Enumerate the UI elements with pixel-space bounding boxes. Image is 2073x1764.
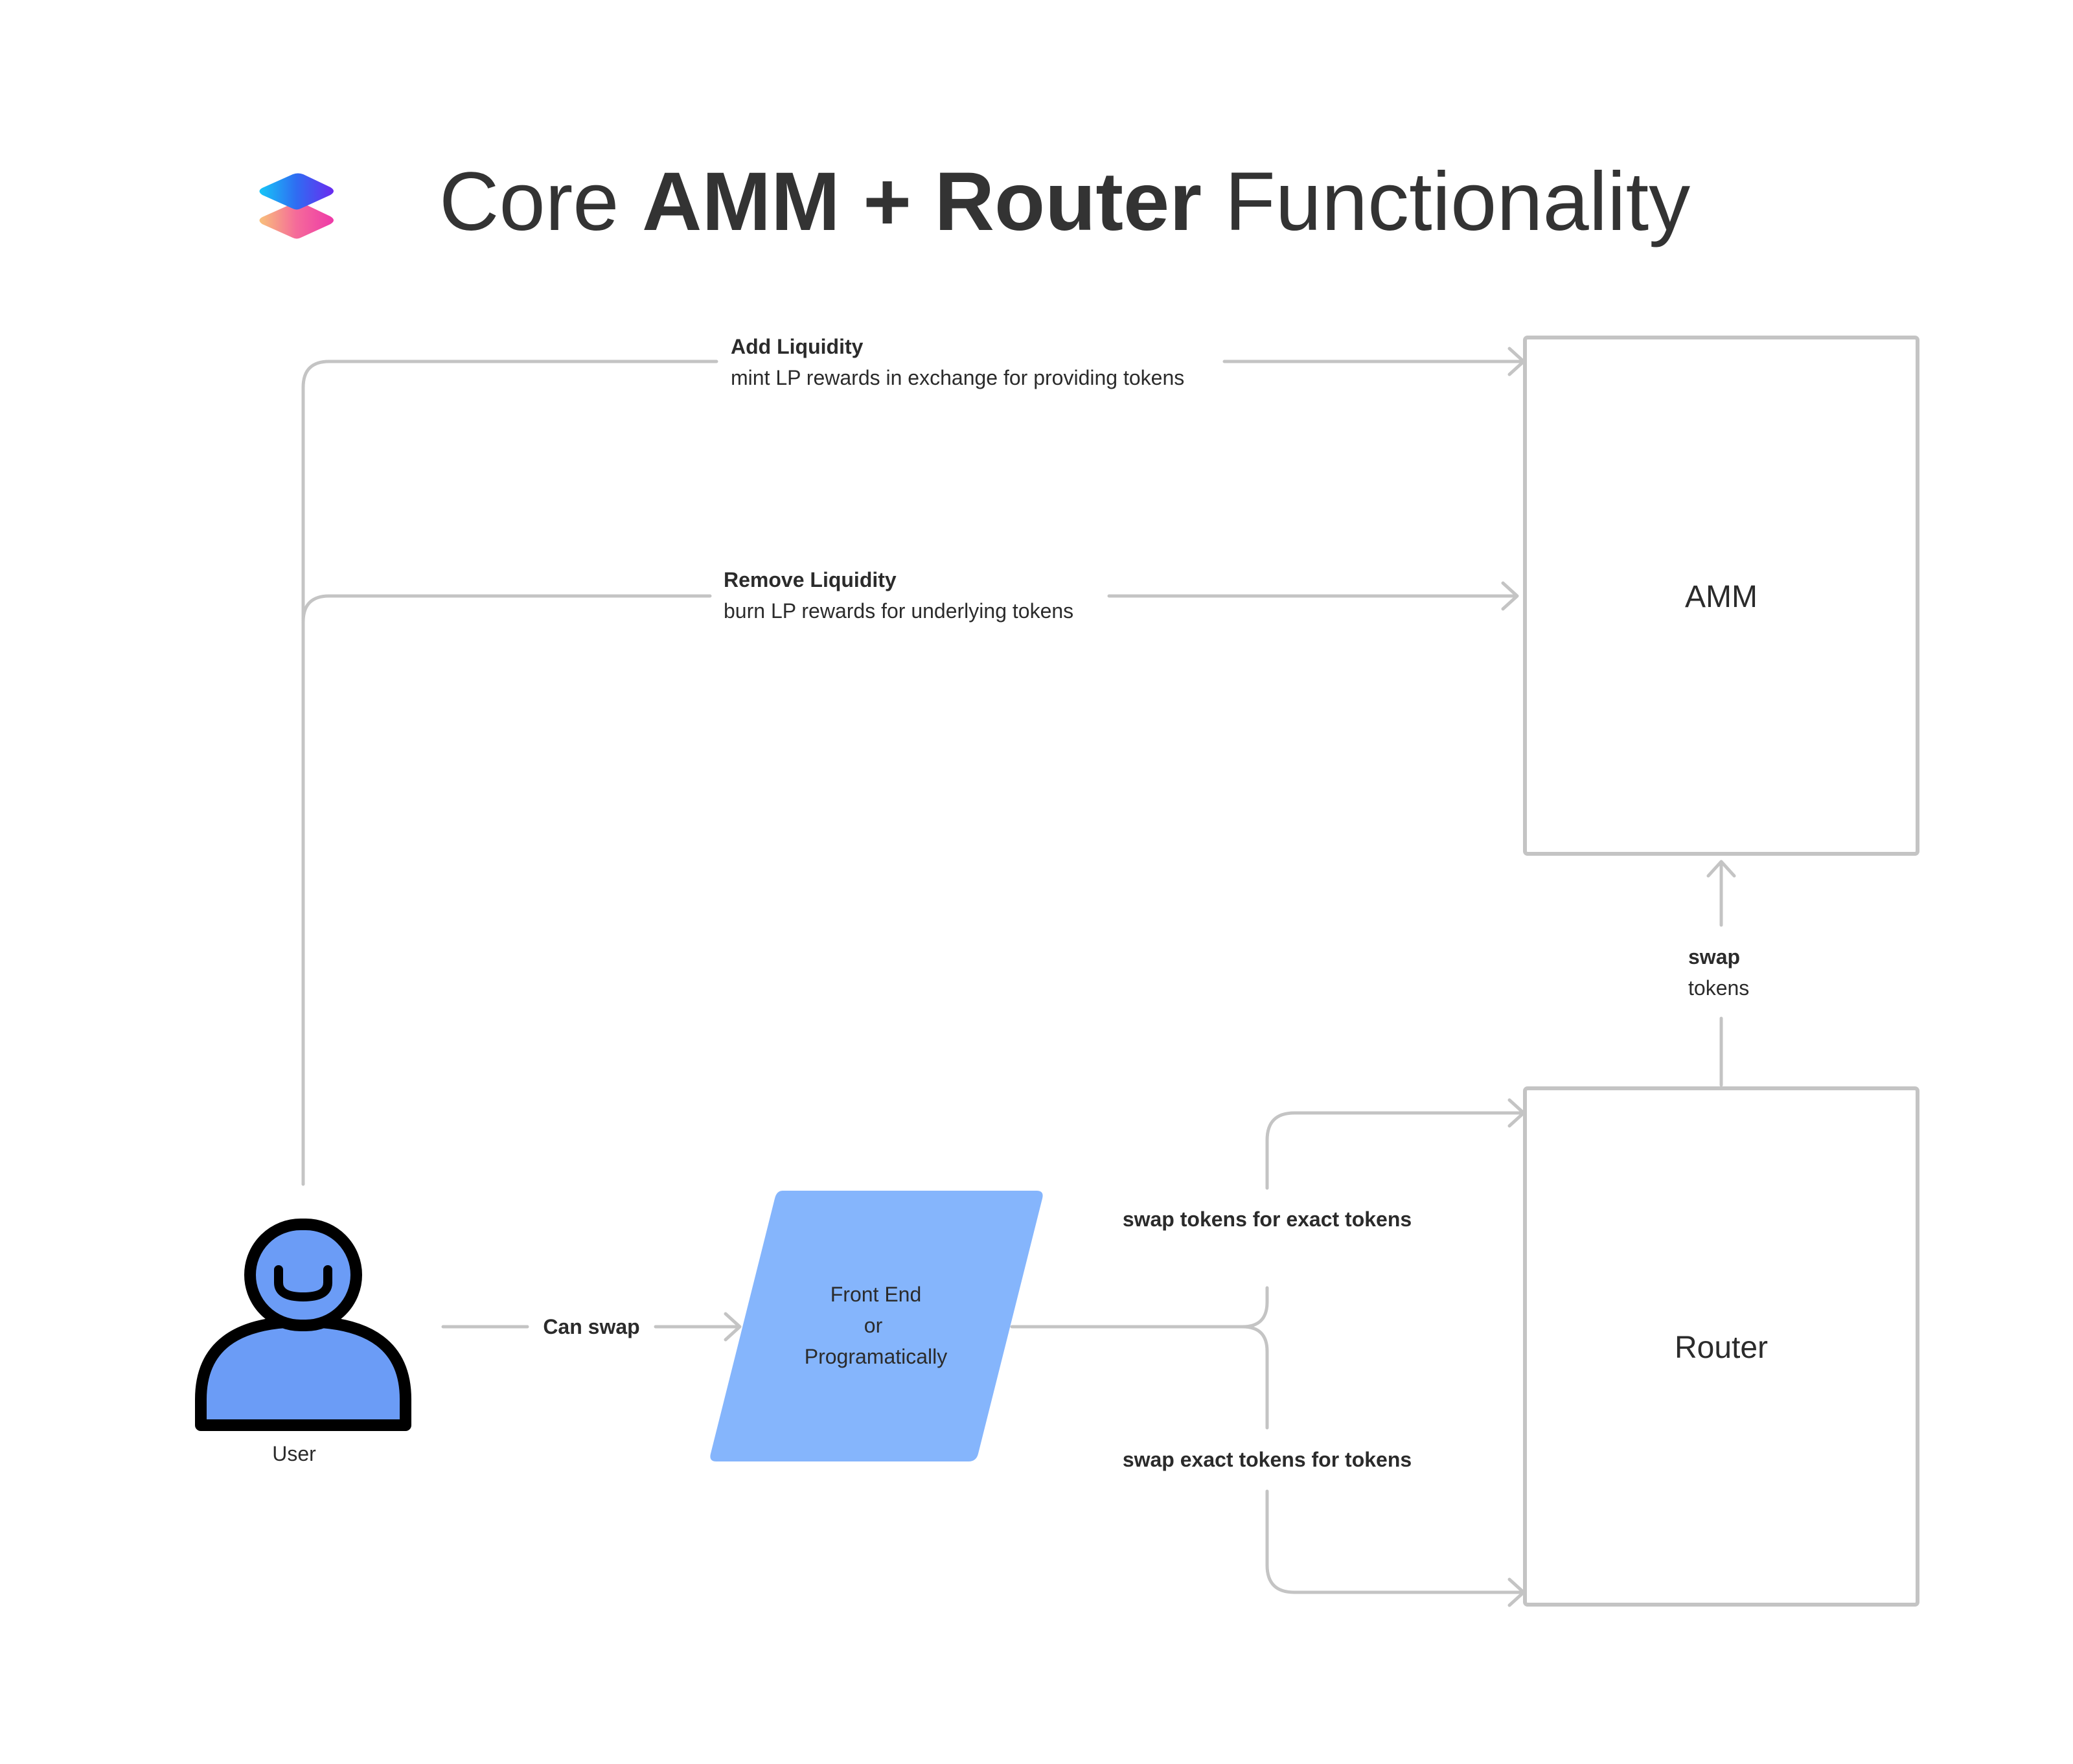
router-label: Router [1675, 1331, 1768, 1365]
add-liquidity-title: Add Liquidity [731, 335, 864, 358]
remove-liquidity-title: Remove Liquidity [724, 568, 897, 591]
amm-box[interactable] [1523, 336, 1919, 856]
can-swap-label: Can swap [543, 1315, 639, 1338]
add-liquidity-arrowhead [1507, 347, 1526, 376]
remove-liquidity-subtitle: burn LP rewards for underlying tokens [724, 599, 1073, 623]
frontend-label-line2: or [864, 1314, 883, 1337]
swap-tokens-label-line1: swap [1688, 945, 1740, 968]
title-part-3: Functionality [1202, 155, 1690, 248]
page-title: Core AMM + Router Functionality [439, 155, 1690, 248]
router-box[interactable] [1523, 1086, 1919, 1607]
swap-for-exact-label: swap tokens for exact tokens [1123, 1208, 1412, 1231]
frontend-router-trunk [1010, 1286, 1269, 1329]
remove-liquidity-branch [301, 594, 712, 624]
user-label: User [272, 1442, 316, 1465]
title-part-2: AMM + Router [642, 155, 1202, 248]
swap-exact-for-label: swap exact tokens for tokens [1123, 1448, 1412, 1471]
frontend-shape[interactable] [710, 1191, 1043, 1461]
stacked-layers-logo-icon [259, 173, 334, 239]
swap-for-exact-arrowhead [1507, 1098, 1526, 1128]
amm-label: AMM [1685, 580, 1758, 614]
swap-tokens-arrowhead [1706, 860, 1736, 878]
can-swap-arrowhead [724, 1312, 742, 1342]
user-liquidity-connector [301, 360, 718, 1186]
remove-liquidity-arrowhead [1501, 581, 1519, 611]
swap-exact-for-arrowhead [1507, 1577, 1526, 1607]
add-liquidity-subtitle: mint LP rewards in exchange for providin… [731, 366, 1184, 389]
frontend-label-line3: Programatically [805, 1345, 948, 1368]
swap-for-exact-branch-upper [1265, 1111, 1524, 1190]
title-part-1: Core [439, 155, 642, 248]
user-icon[interactable] [195, 1219, 411, 1431]
frontend-label-line1: Front End [830, 1283, 922, 1306]
swap-exact-for-branch-lower [1265, 1489, 1524, 1594]
swap-tokens-label-line2: tokens [1688, 976, 1749, 1000]
swap-exact-for-branch-upper [1241, 1325, 1269, 1430]
